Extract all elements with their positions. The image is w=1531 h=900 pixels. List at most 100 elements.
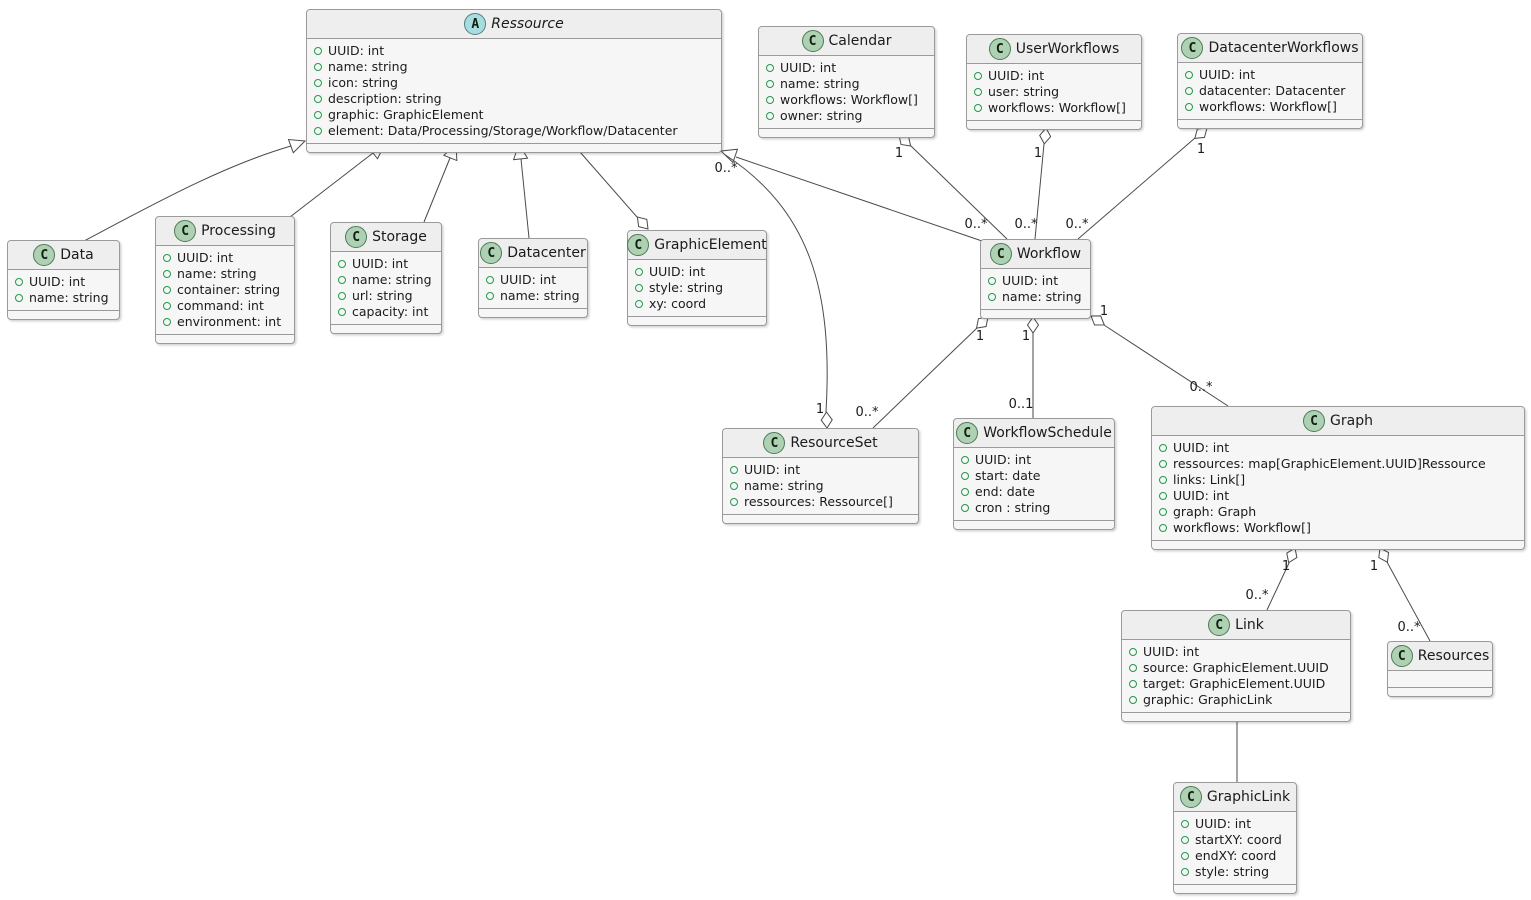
- field-visibility-icon: [314, 63, 322, 71]
- attribute-row: source: GraphicElement.UUID: [1129, 660, 1343, 676]
- class-datacenter: C Datacenter UUID: int name: string: [478, 238, 588, 318]
- edge-workflow-extends-ressource: [735, 156, 983, 242]
- field-visibility-icon: [15, 278, 23, 286]
- class-stereotype-icon: C: [763, 432, 786, 454]
- field-visibility-icon: [988, 277, 996, 285]
- attribute-row: UUID: int: [1159, 488, 1517, 504]
- attribute-row: links: Link[]: [1159, 472, 1517, 488]
- attribute-text: style: string: [1195, 864, 1270, 879]
- attribute-row: UUID: int: [1129, 644, 1343, 660]
- field-visibility-icon: [1181, 820, 1189, 828]
- attribute-row: UUID: int: [766, 60, 927, 76]
- edge-data-extends-ressource: [83, 145, 292, 242]
- field-visibility-icon: [1159, 508, 1167, 516]
- multiplicity-label: 0..*: [1245, 588, 1269, 603]
- class-header: C Calendar: [759, 27, 934, 56]
- field-visibility-icon: [766, 80, 774, 88]
- field-visibility-icon: [15, 294, 23, 302]
- attribute-row: start: date: [961, 468, 1107, 484]
- class-graphic-element: C GraphicElement UUID: int style: string…: [627, 230, 767, 326]
- field-visibility-icon: [635, 284, 643, 292]
- class-header: C UserWorkflows: [967, 35, 1141, 64]
- attribute-row: UUID: int: [961, 452, 1107, 468]
- field-visibility-icon: [961, 472, 969, 480]
- multiplicity-label: 0..*: [964, 217, 988, 232]
- multiplicity-label: 1: [1100, 304, 1108, 319]
- edge-resourceset-ressources: [723, 153, 828, 413]
- class-stereotype-icon: C: [989, 243, 1012, 265]
- attribute-text: workflows: Workflow[]: [988, 100, 1126, 115]
- multiplicity-label: 0..*: [855, 405, 879, 420]
- class-processing: C Processing UUID: int name: string cont…: [155, 216, 295, 344]
- attribute-text: style: string: [649, 280, 724, 295]
- attribute-text: ressources: map[GraphicElement.UUID]Ress…: [1173, 456, 1486, 471]
- class-name: Processing: [201, 223, 276, 239]
- class-name: Data: [60, 247, 94, 263]
- field-visibility-icon: [486, 292, 494, 300]
- class-header: C Storage: [331, 223, 441, 252]
- attribute-text: start: date: [975, 468, 1041, 483]
- class-methods-compartment: [1122, 712, 1350, 721]
- attribute-row: startXY: coord: [1181, 832, 1289, 848]
- attribute-text: end: date: [975, 484, 1035, 499]
- field-visibility-icon: [766, 112, 774, 120]
- class-stereotype-icon: C: [1303, 410, 1326, 432]
- attribute-row: workflows: Workflow[]: [766, 92, 927, 108]
- class-header: C DatacenterWorkflows: [1178, 34, 1362, 63]
- attribute-text: graph: Graph: [1173, 504, 1257, 519]
- field-visibility-icon: [163, 318, 171, 326]
- field-visibility-icon: [635, 268, 643, 276]
- inheritance-arrowhead: [719, 148, 739, 164]
- attribute-row: style: string: [635, 280, 759, 296]
- attribute-text: name: string: [780, 76, 860, 91]
- attribute-row: graphic: GraphicElement: [314, 107, 714, 123]
- class-name: ResourceSet: [790, 435, 878, 451]
- attribute-text: UUID: int: [1002, 273, 1059, 288]
- attribute-text: target: GraphicElement.UUID: [1143, 676, 1326, 691]
- field-visibility-icon: [1181, 852, 1189, 860]
- field-visibility-icon: [1159, 460, 1167, 468]
- class-stereotype-icon: C: [627, 234, 650, 256]
- class-attributes: UUID: int style: string xy: coord: [628, 260, 766, 316]
- class-methods-compartment: [981, 309, 1090, 318]
- attribute-text: element: Data/Processing/Storage/Workflo…: [328, 123, 678, 138]
- attribute-text: icon: string: [328, 75, 398, 90]
- field-visibility-icon: [1129, 664, 1137, 672]
- class-attributes: UUID: int user: string workflows: Workfl…: [967, 64, 1141, 120]
- attribute-row: UUID: int: [486, 272, 580, 288]
- class-ressource: A Ressource UUID: int name: string icon:…: [306, 9, 722, 153]
- field-visibility-icon: [314, 79, 322, 87]
- edge-graph-resources: [1386, 561, 1431, 642]
- class-methods-compartment: [628, 316, 766, 325]
- aggregation-diamond: [1286, 547, 1298, 564]
- field-visibility-icon: [314, 95, 322, 103]
- attribute-row: UUID: int: [163, 250, 287, 266]
- attribute-row: UUID: int: [730, 462, 911, 478]
- class-methods-compartment: [967, 120, 1141, 129]
- attribute-text: owner: string: [780, 108, 863, 123]
- class-name: Ressource: [491, 16, 564, 32]
- field-visibility-icon: [730, 498, 738, 506]
- class-user-workflows: C UserWorkflows UUID: int user: string w…: [966, 34, 1142, 130]
- attribute-text: description: string: [328, 91, 442, 106]
- attribute-row: name: string: [163, 266, 287, 282]
- edge-calendar-workflows: [910, 145, 1008, 240]
- attribute-text: graphic: GraphicLink: [1143, 692, 1273, 707]
- attribute-text: graphic: GraphicElement: [328, 107, 484, 122]
- class-header: C ResourceSet: [723, 429, 918, 458]
- attribute-text: name: string: [744, 478, 824, 493]
- edge-userworkflows-workflows: [1034, 143, 1045, 240]
- field-visibility-icon: [1159, 476, 1167, 484]
- attribute-row: target: GraphicElement.UUID: [1129, 676, 1343, 692]
- multiplicity-label: 1: [895, 146, 903, 161]
- attribute-row: xy: coord: [635, 296, 759, 312]
- class-data: C Data UUID: int name: string: [7, 240, 120, 320]
- aggregation-diamond: [636, 216, 649, 230]
- multiplicity-label: 0..1: [1009, 397, 1034, 412]
- attribute-text: workflows: Workflow[]: [1173, 520, 1311, 535]
- class-stereotype-icon: A: [464, 13, 487, 35]
- attribute-text: UUID: int: [1173, 440, 1230, 455]
- class-header: C GraphicElement: [627, 231, 767, 260]
- attribute-row: UUID: int: [1181, 816, 1289, 832]
